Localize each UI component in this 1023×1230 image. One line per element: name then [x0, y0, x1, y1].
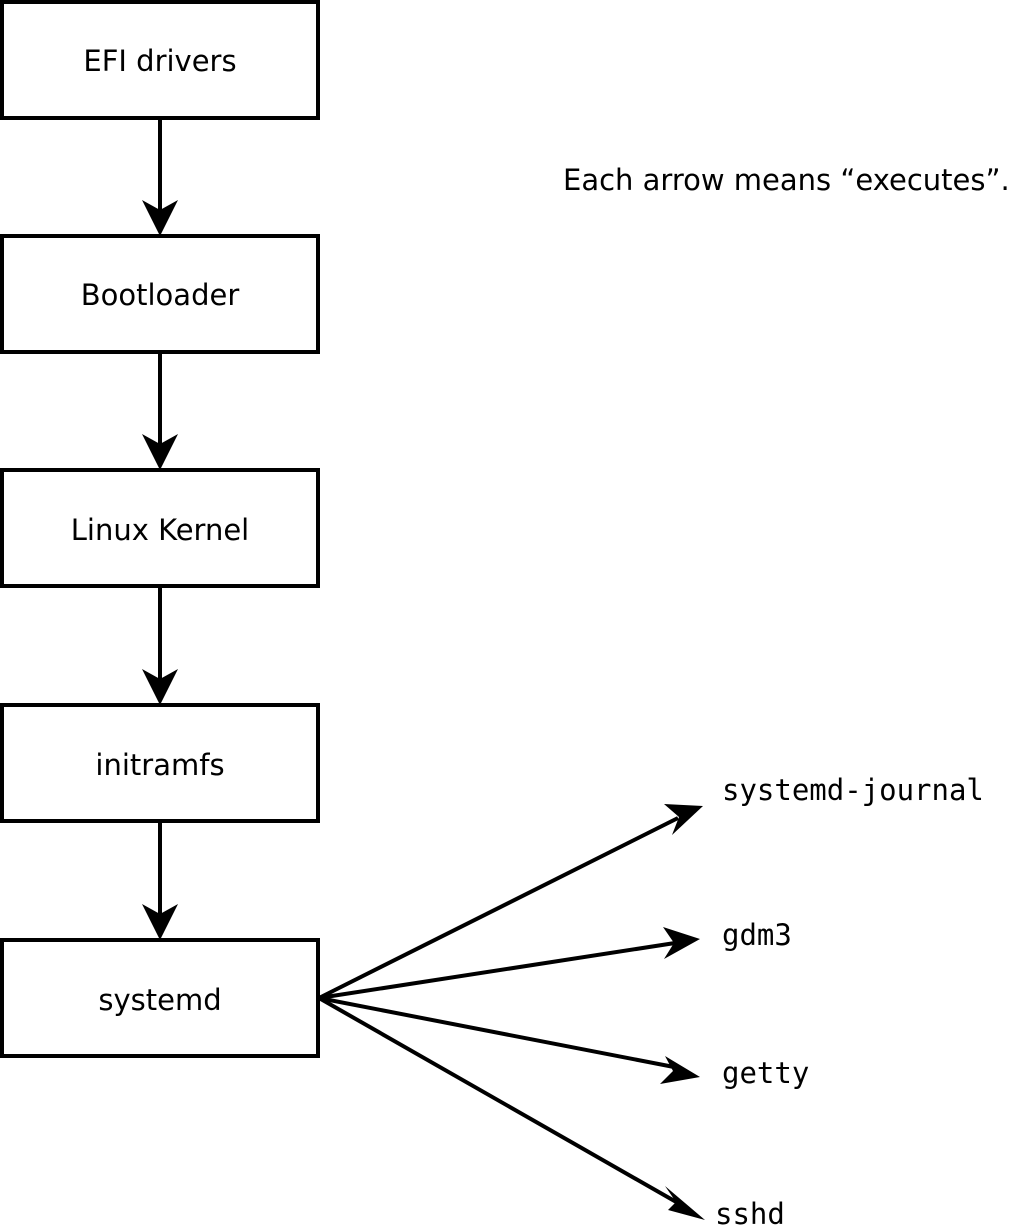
label-getty: getty — [722, 1056, 809, 1090]
fanout-labels: systemd-journal gdm3 getty sshd — [715, 773, 984, 1230]
node-linux-kernel-label: Linux Kernel — [71, 513, 249, 547]
node-initramfs-label: initramfs — [95, 748, 224, 782]
arrowhead-icon — [664, 804, 703, 835]
arrowhead-icon — [142, 904, 178, 940]
edge-initramfs-to-systemd — [142, 821, 178, 940]
node-efi-drivers-box[interactable] — [0, 0, 320, 120]
node-initramfs-box[interactable] — [0, 703, 320, 823]
node-linux-kernel[interactable]: Linux Kernel — [0, 468, 320, 588]
arrowhead-icon — [142, 434, 178, 470]
label-gdm3: gdm3 — [722, 918, 792, 952]
arrowhead-icon — [142, 200, 178, 236]
label-systemd-journal: systemd-journal — [722, 773, 984, 807]
edge-systemd-to-getty — [318, 996, 700, 1084]
node-systemd-label: systemd — [98, 983, 221, 1017]
node-systemd[interactable]: systemd — [0, 938, 320, 1058]
edge-kernel-to-initramfs — [142, 586, 178, 705]
node-bootloader-box[interactable] — [0, 234, 320, 354]
edge-efi-to-bootloader — [142, 118, 178, 236]
fanout-edges — [318, 804, 705, 1220]
node-linux-kernel-box[interactable] — [0, 468, 320, 588]
chain-edges — [142, 118, 178, 940]
chain-nodes: EFI drivers Bootloader Linux Kernel init… — [0, 0, 320, 1058]
node-bootloader-label: Bootloader — [81, 278, 240, 312]
node-initramfs[interactable]: initramfs — [0, 703, 320, 823]
edge-systemd-to-sshd — [318, 996, 705, 1220]
node-systemd-box[interactable] — [0, 938, 320, 1058]
arrowhead-icon — [660, 1056, 700, 1084]
edge-systemd-to-systemd-journal — [318, 804, 703, 1000]
arrowhead-icon — [142, 669, 178, 705]
edge-systemd-to-gdm3 — [318, 927, 700, 1000]
node-bootloader[interactable]: Bootloader — [0, 234, 320, 354]
node-efi-drivers-label: EFI drivers — [83, 44, 236, 78]
arrowhead-icon — [665, 1186, 705, 1220]
edge-bootloader-to-kernel — [142, 352, 178, 470]
diagram-caption: Each arrow means “executes”. — [563, 163, 1010, 197]
arrowhead-icon — [663, 927, 700, 959]
label-sshd: sshd — [715, 1197, 785, 1230]
node-efi-drivers[interactable]: EFI drivers — [0, 0, 320, 120]
